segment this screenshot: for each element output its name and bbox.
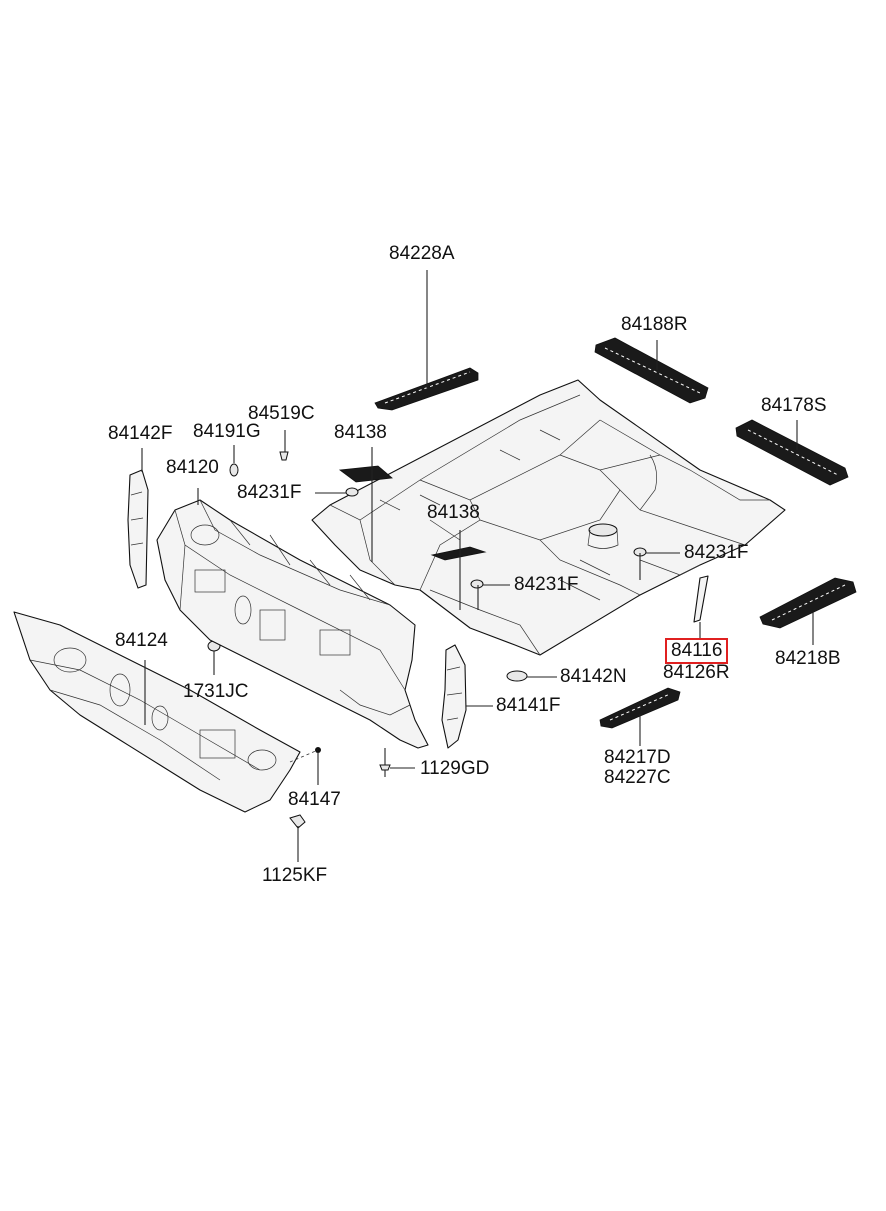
strip-84142F	[127, 469, 149, 589]
label-1129GD[interactable]: 1129GD	[420, 758, 490, 779]
leader-lines	[141, 270, 814, 862]
label-84227C[interactable]: 84227C	[604, 767, 671, 788]
floor-panel	[311, 379, 786, 656]
pad-84138-upper	[338, 465, 393, 483]
pad-84138-lower	[430, 546, 487, 561]
label-84147[interactable]: 84147	[288, 789, 341, 810]
label-84124[interactable]: 84124	[115, 630, 168, 651]
label-84188R[interactable]: 84188R	[621, 314, 688, 335]
label-84218B[interactable]: 84218B	[775, 648, 841, 669]
label-84138-upper[interactable]: 84138	[334, 422, 387, 443]
label-84191G[interactable]: 84191G	[193, 421, 261, 442]
label-1125KF[interactable]: 1125KF	[262, 865, 328, 886]
label-84217D[interactable]: 84217D	[604, 747, 671, 768]
dash-panel	[156, 499, 429, 749]
label-84519C[interactable]: 84519C	[248, 403, 315, 424]
pad-84178S	[735, 419, 849, 486]
insulator-84124	[13, 611, 301, 813]
bolt-1129GD	[379, 764, 391, 777]
plug-84231F-a	[345, 487, 359, 497]
screw-1125KF	[289, 814, 306, 829]
strip-84141F	[441, 644, 467, 749]
clip-84191G	[229, 463, 239, 477]
label-84116-highlighted[interactable]: 84116	[664, 638, 729, 664]
pad-84218B	[759, 577, 857, 629]
pad-84188R	[594, 337, 709, 404]
strip-84116	[693, 575, 709, 623]
plug-84231F-b	[470, 579, 484, 589]
label-84231F-a[interactable]: 84231F	[237, 482, 302, 503]
plug-84142N	[506, 670, 528, 682]
label-84142F[interactable]: 84142F	[108, 423, 173, 444]
label-84231F-c[interactable]: 84231F	[684, 542, 749, 563]
pad-84228A	[374, 367, 479, 411]
label-84142N[interactable]: 84142N	[560, 666, 627, 687]
label-84141F[interactable]: 84141F	[496, 695, 561, 716]
label-84120[interactable]: 84120	[166, 457, 219, 478]
label-84138-lower[interactable]: 84138	[427, 502, 480, 523]
label-1731JC[interactable]: 1731JC	[183, 681, 249, 702]
clip-84519C	[279, 451, 289, 461]
label-84228A[interactable]: 84228A	[389, 243, 455, 264]
pad-84217D	[599, 687, 681, 729]
label-84126R[interactable]: 84126R	[663, 662, 730, 683]
label-84178S[interactable]: 84178S	[761, 395, 827, 416]
label-84231F-b[interactable]: 84231F	[514, 574, 579, 595]
